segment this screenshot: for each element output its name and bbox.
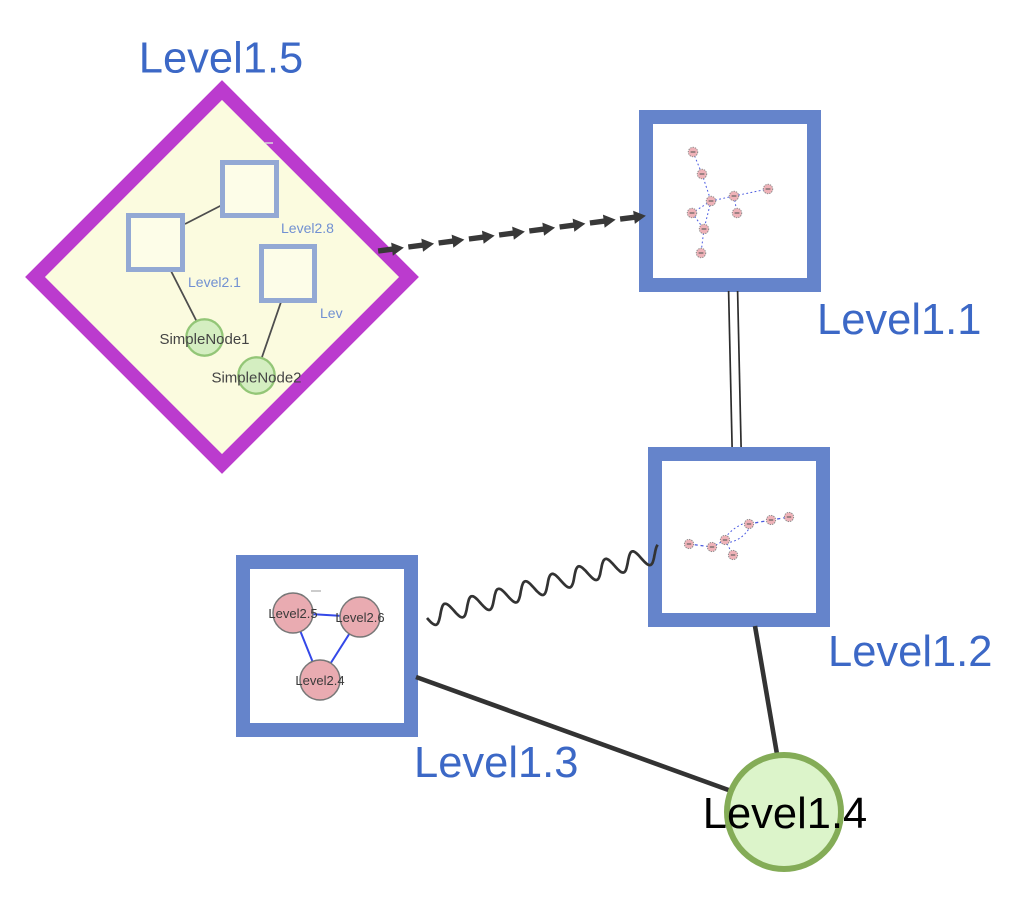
svg-text:Level2.5: Level2.5: [268, 606, 317, 621]
svg-text:Level1.5: Level1.5: [139, 35, 303, 83]
svg-text:Level2.1: Level2.1: [188, 274, 241, 290]
svg-text:Level1.2: Level1.2: [828, 628, 992, 676]
svg-text:Level2.8: Level2.8: [281, 220, 334, 236]
svg-text:Level2.4: Level2.4: [295, 673, 344, 688]
svg-text:SimpleNode2: SimpleNode2: [211, 370, 301, 387]
svg-text:Level2.6: Level2.6: [335, 610, 384, 625]
svg-text:Level1.1: Level1.1: [817, 296, 981, 344]
svg-text:Level1.3: Level1.3: [414, 739, 578, 787]
svg-text:Level1.4: Level1.4: [703, 790, 867, 838]
svg-text:Lev: Lev: [320, 305, 343, 321]
svg-text:SimpleNode1: SimpleNode1: [159, 331, 249, 348]
